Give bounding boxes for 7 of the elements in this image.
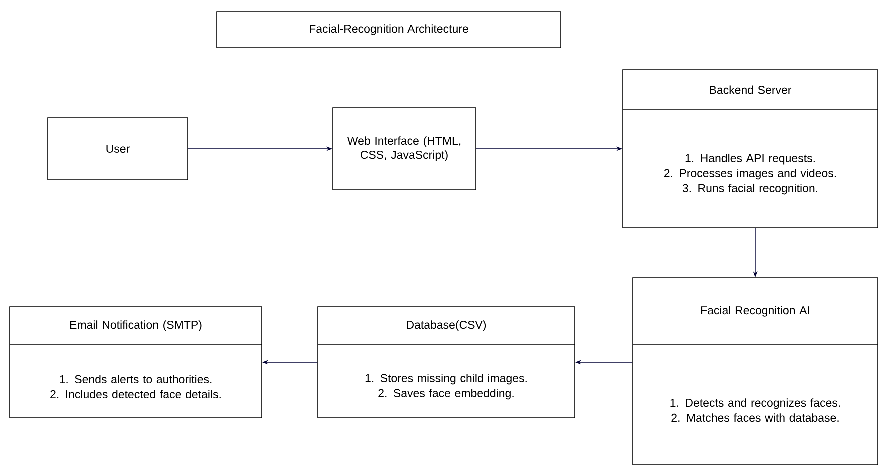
component-box: Facial Recognition AI 1. Detects and recognizes faces. 2. Matches faces with database.: [632, 278, 878, 466]
component-box: Email Notification (SMTP) 1. Sends alerts to authorities. 2. Includes detected face details.: [10, 306, 262, 418]
process-box: Web Interface (HTML, CSS, JavaScript): [332, 108, 476, 190]
process-box: User: [48, 118, 188, 180]
title-box: Facial-Recognition Architecture: [216, 12, 562, 48]
component-box: Backend Server 1. Handles API requests. 2. Processes images and videos. 3. Runs facial recognition.: [622, 70, 878, 228]
component-box: Database(CSV) 1. Stores missing child images. 2. Saves face embedding.: [318, 306, 576, 418]
